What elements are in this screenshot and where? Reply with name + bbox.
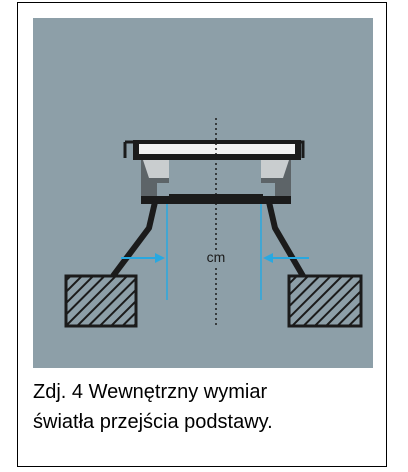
- diagram-canvas: cm: [64, 118, 363, 328]
- left-frame-block: [141, 160, 169, 198]
- lid: [123, 140, 305, 160]
- right-leg: [266, 201, 306, 278]
- measure-unit-label: cm: [207, 249, 226, 265]
- right-support-block: [287, 274, 363, 328]
- right-frame-block: [261, 160, 291, 198]
- left-leg: [110, 201, 158, 278]
- left-measure-arrow: [121, 253, 165, 263]
- left-support-block: [64, 274, 138, 328]
- caption-line-1: Zdj. 4 Wewnętrzny wymiar: [33, 381, 268, 403]
- cross-section-diagram: cm: [33, 18, 373, 368]
- caption-line-2: światła przejścia podstawy.: [33, 411, 273, 433]
- right-measure-arrow: [263, 253, 309, 263]
- figure-caption: Zdj. 4 Wewnętrzny wymiar światła przejśc…: [33, 377, 373, 437]
